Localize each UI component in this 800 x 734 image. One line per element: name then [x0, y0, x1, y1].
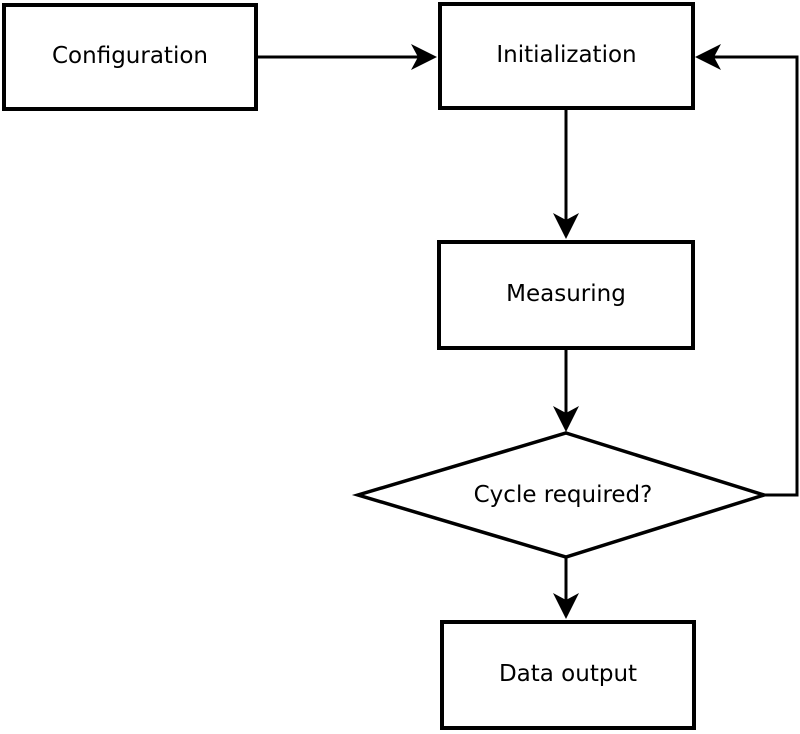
node-data-output: Data output — [440, 620, 696, 730]
arrowhead-into-initialization-right — [695, 44, 721, 70]
arrowhead-into-data-output-top — [553, 593, 579, 619]
node-initialization: Initialization — [438, 2, 695, 110]
node-measuring: Measuring — [437, 240, 695, 350]
node-measuring-label: Measuring — [506, 281, 626, 308]
node-cycle-required-shape — [351, 431, 770, 559]
node-initialization-label: Initialization — [496, 42, 637, 69]
arrowhead-into-cycle-required-top — [553, 406, 579, 432]
arrowhead-into-initialization-left — [411, 44, 437, 70]
node-data-output-label: Data output — [498, 661, 638, 688]
node-configuration-label: Configuration — [52, 43, 208, 70]
node-configuration: Configuration — [2, 3, 258, 111]
arrowhead-into-measuring-top — [553, 213, 579, 239]
edge-cycle-required-to-initialization-loop — [713, 55, 799, 497]
node-cycle-required-label: Cycle required? — [473, 482, 653, 508]
